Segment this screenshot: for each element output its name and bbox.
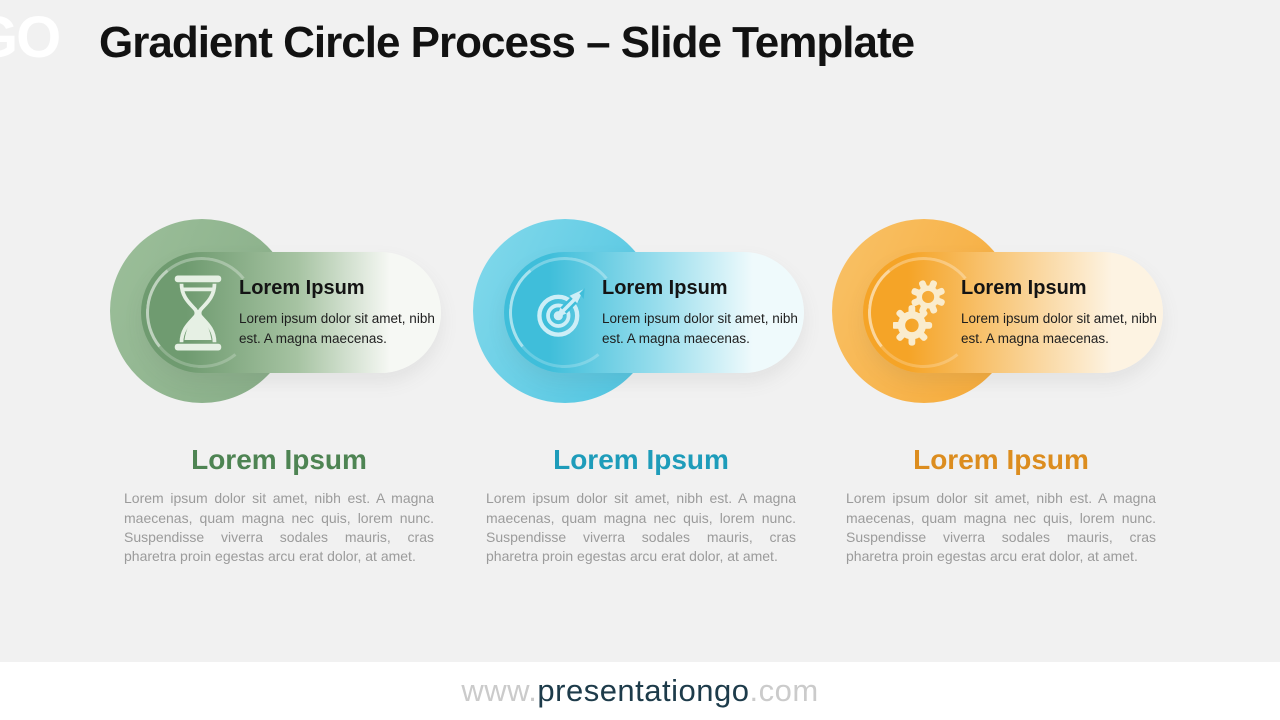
column-body: Lorem ipsum dolor sit amet, nibh est. A … — [124, 490, 434, 565]
target-icon — [534, 273, 588, 353]
slide-title: Gradient Circle Process – Slide Template — [99, 18, 915, 67]
hourglass-icon — [171, 275, 225, 351]
footer-url-prefix: www. — [461, 673, 538, 708]
card-title: Lorem Ipsum — [239, 277, 365, 300]
step-card: Lorem Ipsum Lorem ipsum dolor sit amet, … — [141, 252, 441, 373]
column-heading: Lorem Ipsum — [191, 444, 367, 475]
footer-bar: www.presentationgo.com — [0, 662, 1280, 720]
card-text: Lorem ipsum dolor sit amet, nibh est. A … — [961, 311, 1157, 346]
footer-url-suffix: .com — [749, 673, 819, 708]
step-card: Lorem Ipsum Lorem ipsum dolor sit amet, … — [504, 252, 804, 373]
column-body: Lorem ipsum dolor sit amet, nibh est. A … — [486, 490, 796, 565]
footer-brand: presentationgo — [537, 673, 750, 708]
step-card: Lorem Ipsum Lorem ipsum dolor sit amet, … — [863, 252, 1163, 373]
process-step-3: Lorem Ipsum Lorem ipsum dolor sit amet, … — [832, 219, 1272, 403]
description-column-1: Lorem Ipsum Lorem ipsum dolor sit amet, … — [124, 444, 434, 566]
card-text: Lorem ipsum dolor sit amet, nibh est. A … — [239, 311, 435, 346]
column-heading: Lorem Ipsum — [913, 444, 1089, 475]
description-column-2: Lorem Ipsum Lorem ipsum dolor sit amet, … — [486, 444, 796, 566]
process-step-1: Lorem Ipsum Lorem ipsum dolor sit amet, … — [110, 219, 550, 403]
gears-icon — [893, 270, 947, 355]
column-heading: Lorem Ipsum — [553, 444, 729, 475]
card-title: Lorem Ipsum — [602, 277, 728, 300]
card-text: Lorem ipsum dolor sit amet, nibh est. A … — [602, 311, 798, 346]
description-column-3: Lorem Ipsum Lorem ipsum dolor sit amet, … — [846, 444, 1156, 566]
card-title: Lorem Ipsum — [961, 277, 1087, 300]
column-body: Lorem ipsum dolor sit amet, nibh est. A … — [846, 490, 1156, 565]
process-step-2: Lorem Ipsum Lorem ipsum dolor sit amet, … — [473, 219, 913, 403]
presentationgo-logo: GO — [0, 5, 61, 70]
